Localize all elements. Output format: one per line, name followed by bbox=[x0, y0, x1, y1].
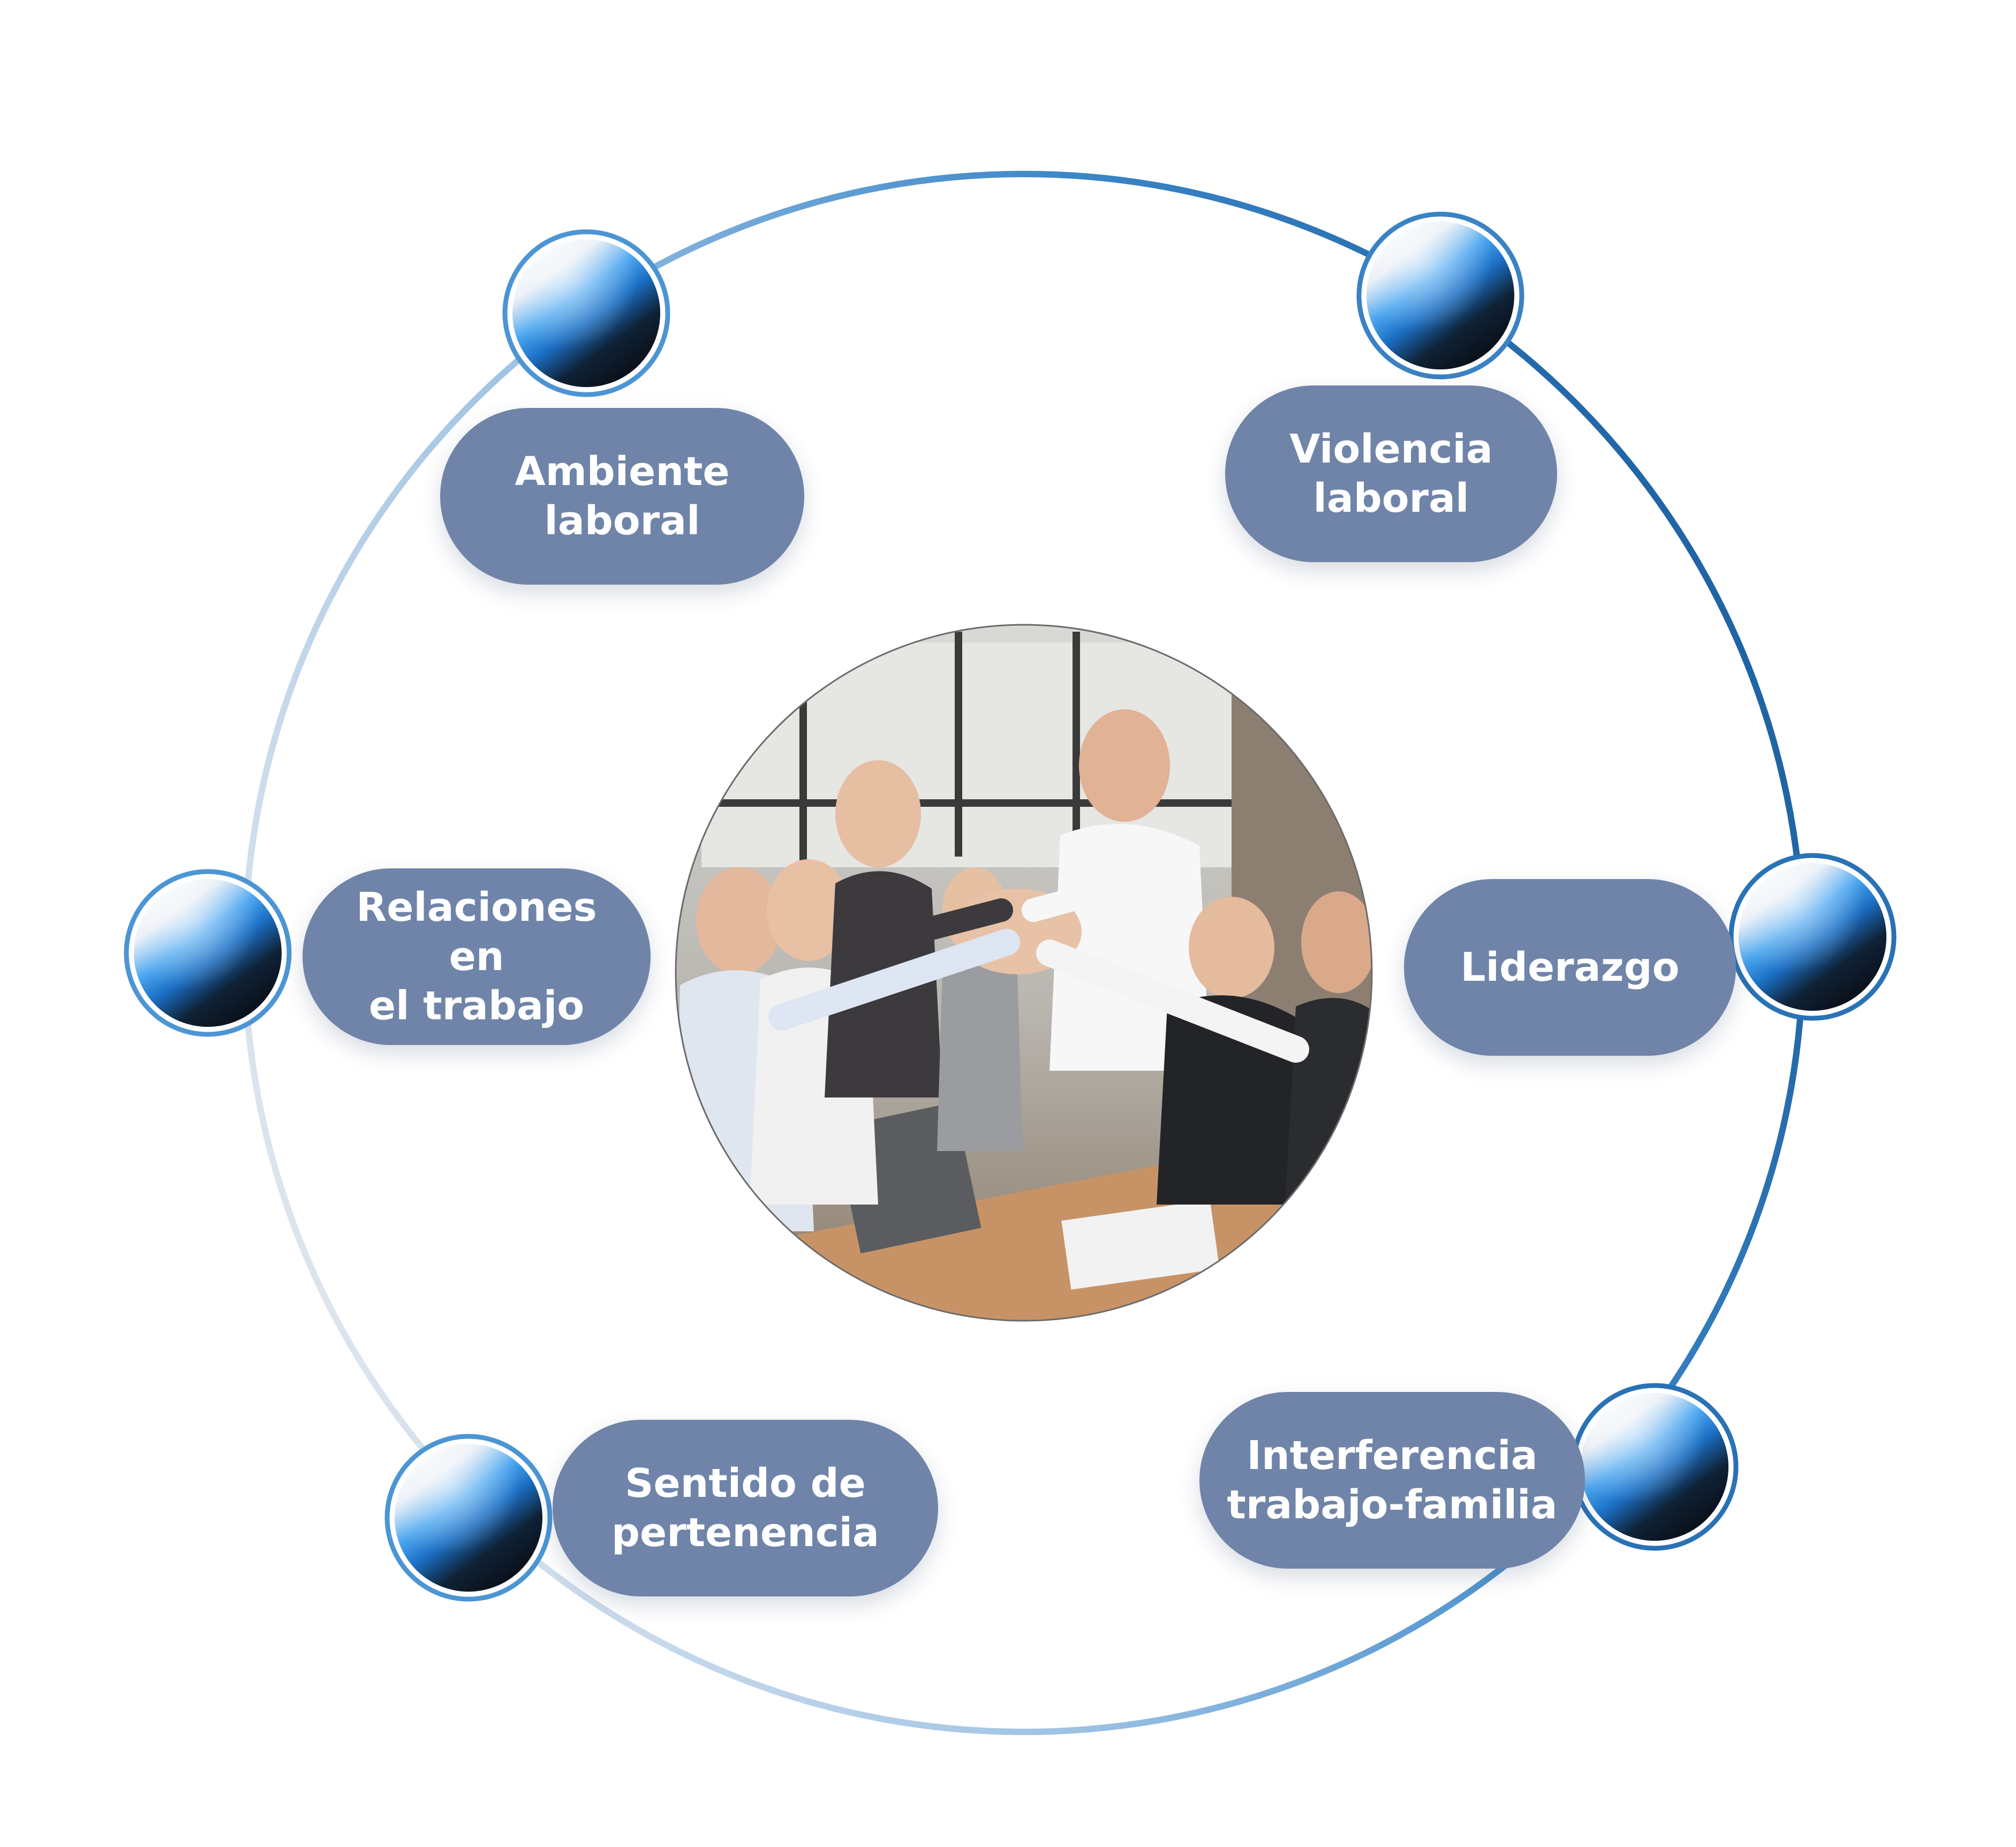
node-label-relaciones-en-el-trabajo: Relaciones en el trabajo bbox=[303, 868, 651, 1045]
sphere-node-icon bbox=[1356, 211, 1524, 380]
node-label-text: Interferencia trabajo-familia bbox=[1227, 1433, 1558, 1528]
node-label-liderazgo: Liderazgo bbox=[1404, 879, 1736, 1056]
node-label-text: Liderazgo bbox=[1460, 944, 1680, 990]
node-label-interferencia-trabajo-familia: Interferencia trabajo-familia bbox=[1199, 1392, 1585, 1569]
center-photo-border bbox=[675, 624, 1373, 1322]
node-label-ambiente-laboral: Ambiente laboral bbox=[440, 408, 804, 585]
node-label-text: Relaciones en el trabajo bbox=[356, 884, 597, 1029]
sphere-node-icon bbox=[1570, 1383, 1739, 1551]
node-label-sentido-de-pertenencia: Sentido de pertenencia bbox=[553, 1420, 938, 1596]
node-label-text: Sentido de pertenencia bbox=[611, 1460, 879, 1556]
sphere-node-icon bbox=[502, 229, 670, 397]
sphere-node-icon bbox=[124, 869, 292, 1037]
node-label-text: Violencia laboral bbox=[1289, 426, 1493, 521]
sphere-node-icon bbox=[384, 1434, 553, 1602]
node-label-text: Ambiente laboral bbox=[515, 449, 730, 544]
sphere-node-icon bbox=[1728, 853, 1897, 1021]
node-label-violencia-laboral: Violencia laboral bbox=[1225, 385, 1557, 562]
